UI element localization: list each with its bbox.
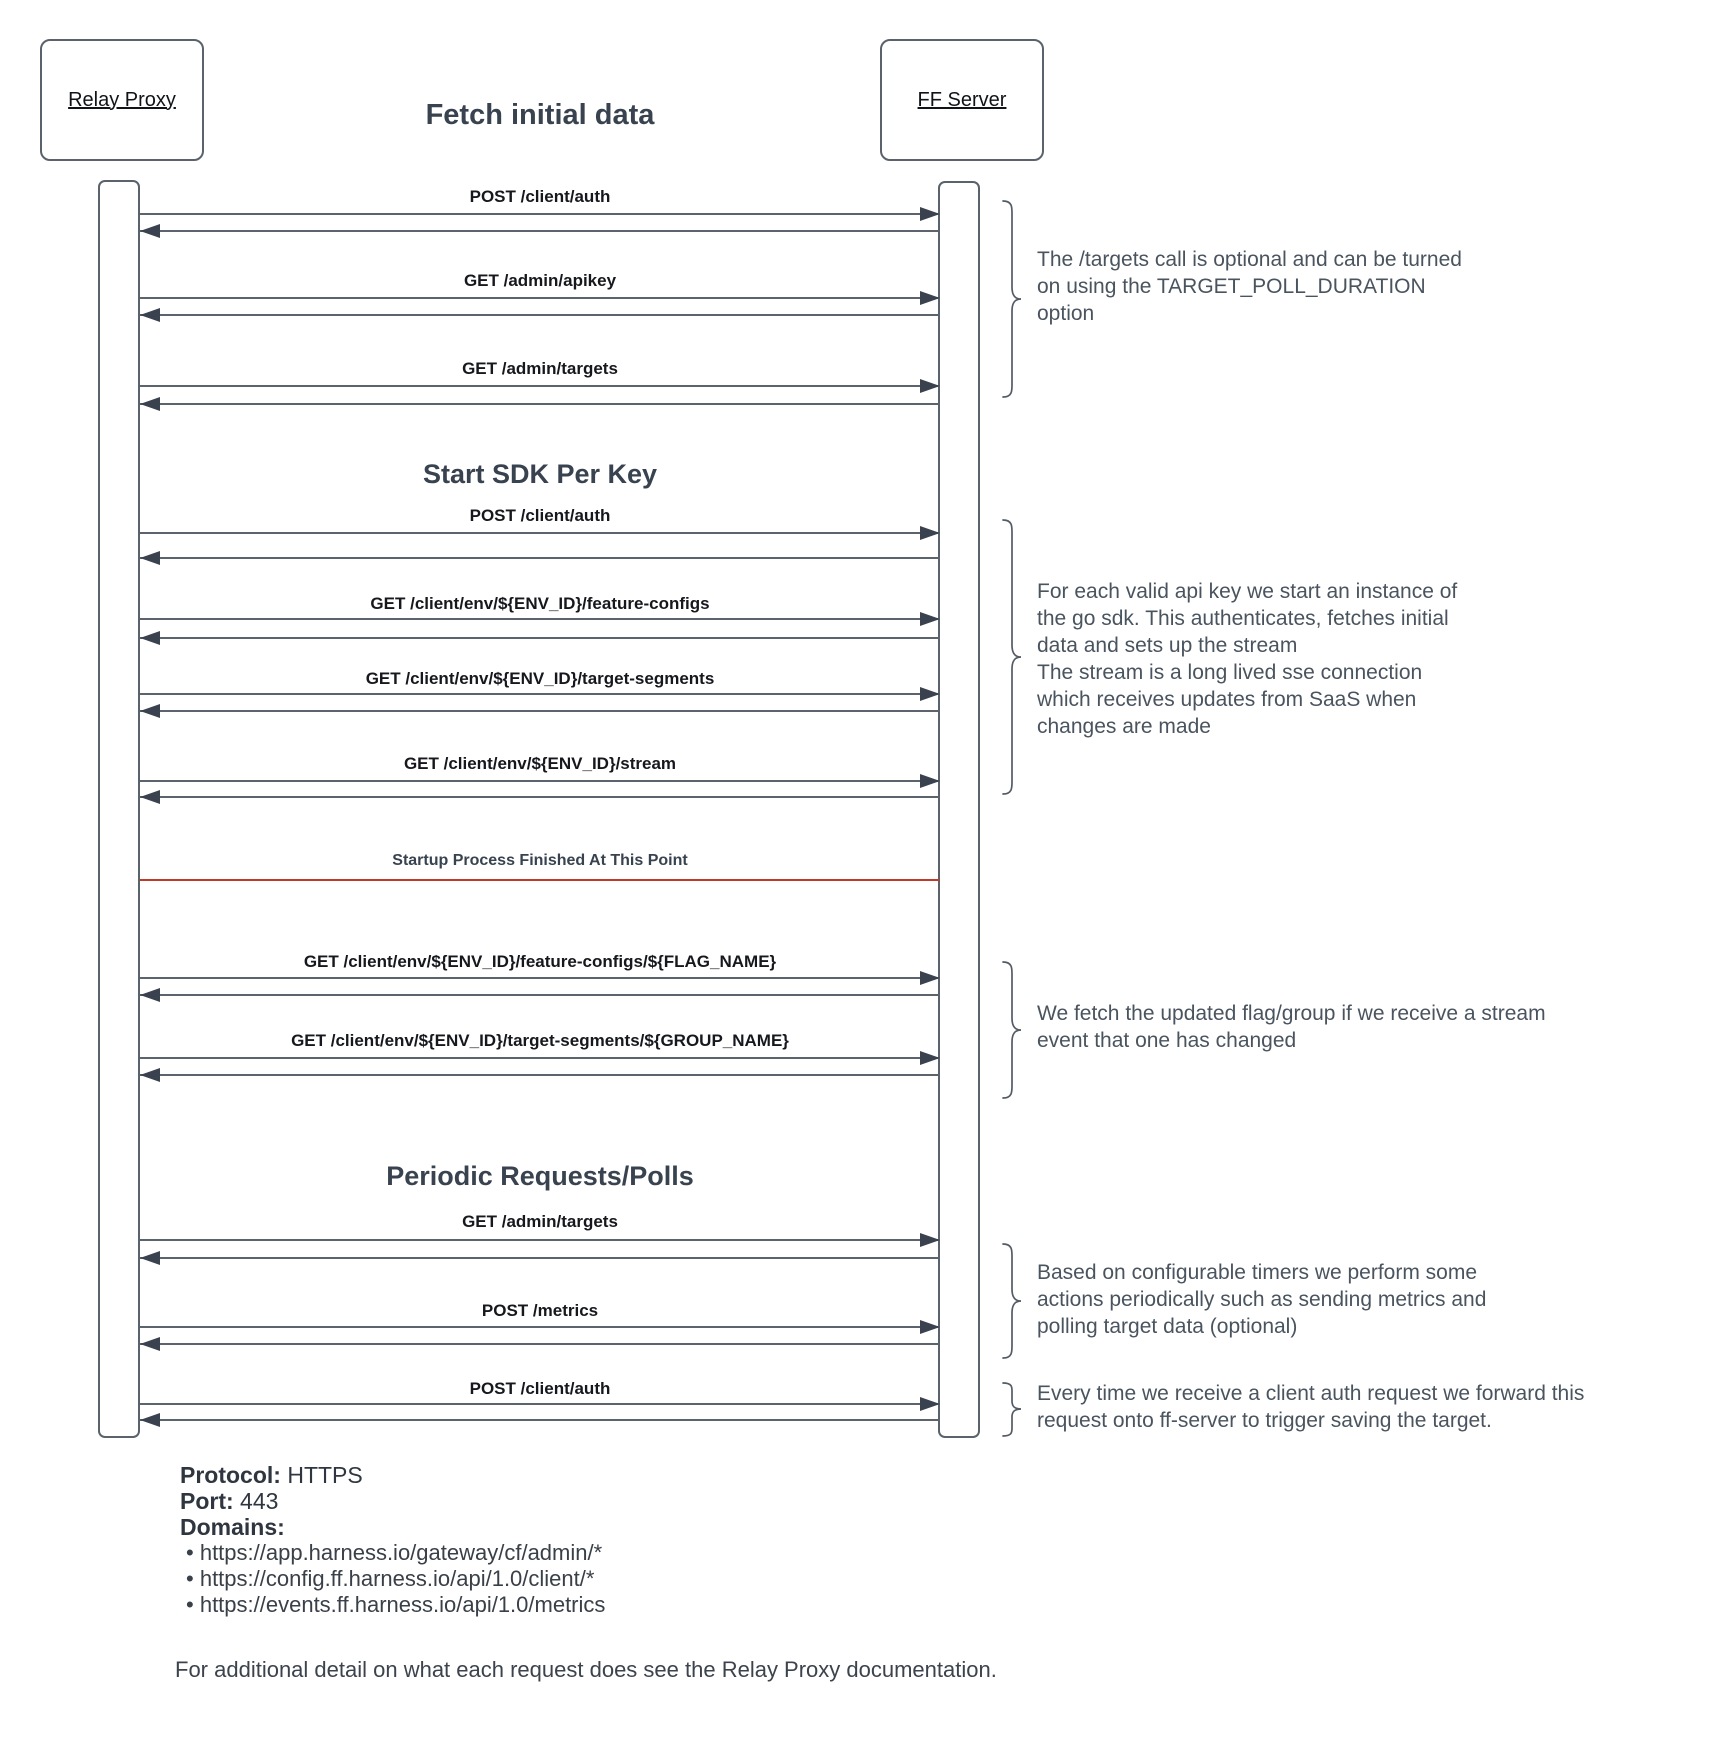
- annotation-sdk-instance: For each valid api key we start an insta…: [1037, 578, 1457, 740]
- request-arrow: [140, 207, 940, 221]
- annotation-line: actions periodically such as sending met…: [1037, 1288, 1487, 1311]
- annotation-line: Based on configurable timers we perform …: [1037, 1261, 1478, 1284]
- annotation-brace: [1002, 961, 1022, 1099]
- domain-url: https://events.ff.harness.io/api/1.0/met…: [199, 1592, 606, 1617]
- annotation-line: The /targets call is optional and can be…: [1037, 248, 1462, 271]
- annotation-brace: [1002, 519, 1022, 795]
- message-label: GET /client/env/${ENV_ID}/target-segment…: [365, 669, 715, 688]
- domain-item: • https://app.harness.io/gateway/cf/admi…: [186, 1540, 605, 1566]
- request-arrow: [140, 1397, 940, 1411]
- annotation-line: which receives updates from SaaS when: [1037, 688, 1417, 711]
- annotation-line: on using the TARGET_POLL_DURATION: [1037, 275, 1426, 298]
- bullet-icon: •: [186, 1540, 194, 1565]
- message-label: GET /client/env/${ENV_ID}/feature-config…: [370, 594, 710, 613]
- startup-divider-label: Startup Process Finished At This Point: [392, 852, 688, 869]
- lifeline-ff-server: [938, 181, 980, 1438]
- message-label: GET /admin/targets: [462, 1212, 618, 1231]
- domain-url: https://app.harness.io/gateway/cf/admin/…: [199, 1540, 603, 1565]
- response-arrow: [140, 631, 940, 645]
- annotation-line: option: [1037, 302, 1095, 325]
- request-arrow: [140, 971, 940, 985]
- startup-divider-line: [140, 879, 940, 881]
- request-arrow: [140, 1320, 940, 1334]
- annotation-brace: [1002, 1382, 1022, 1437]
- protocol-value: HTTPS: [280, 1462, 363, 1488]
- request-arrow: [140, 774, 940, 788]
- port-value: 443: [233, 1488, 279, 1514]
- actor-label-relay-proxy: Relay Proxy: [68, 88, 176, 111]
- annotation-line: event that one has changed: [1037, 1029, 1297, 1052]
- port-label: Port:: [180, 1488, 234, 1514]
- domain-item: • https://config.ff.harness.io/api/1.0/c…: [186, 1566, 605, 1592]
- request-arrow: [140, 687, 940, 701]
- annotation-fetch-updated: We fetch the updated flag/group if we re…: [1037, 1000, 1546, 1054]
- message-label: POST /client/auth: [469, 1379, 611, 1398]
- domains-row: Domains:: [180, 1514, 605, 1540]
- request-arrow: [140, 1051, 940, 1065]
- response-arrow: [140, 551, 940, 565]
- message-label: GET /client/env/${ENV_ID}/feature-config…: [303, 952, 777, 971]
- domain-url: https://config.ff.harness.io/api/1.0/cli…: [199, 1566, 595, 1591]
- annotation-line: request onto ff-server to trigger saving…: [1037, 1409, 1492, 1432]
- actor-label-ff-server: FF Server: [917, 88, 1007, 111]
- bullet-icon: •: [186, 1592, 194, 1617]
- message-label: GET /admin/apikey: [463, 271, 617, 290]
- annotation-line: For each valid api key we start an insta…: [1037, 580, 1458, 603]
- annotation-line: the go sdk. This authenticates, fetches …: [1037, 607, 1449, 630]
- message-label: GET /client/env/${ENV_ID}/stream: [403, 754, 677, 773]
- response-arrow: [140, 308, 940, 322]
- annotation-periodic-timers: Based on configurable timers we perform …: [1037, 1259, 1486, 1340]
- domains-label: Domains:: [180, 1514, 285, 1540]
- section-title-fetch-initial-data: Fetch initial data: [425, 99, 655, 131]
- annotation-brace: [1002, 200, 1022, 398]
- request-arrow: [140, 291, 940, 305]
- response-arrow: [140, 1337, 940, 1351]
- response-arrow: [140, 224, 940, 238]
- annotation-brace: [1002, 1243, 1022, 1359]
- response-arrow: [140, 397, 940, 411]
- response-arrow: [140, 1413, 940, 1427]
- request-arrow: [140, 612, 940, 626]
- message-label: GET /admin/targets: [462, 359, 618, 378]
- response-arrow: [140, 1251, 940, 1265]
- message-label: GET /client/env/${ENV_ID}/target-segment…: [291, 1031, 789, 1050]
- domain-item: • https://events.ff.harness.io/api/1.0/m…: [186, 1592, 605, 1618]
- response-arrow: [140, 790, 940, 804]
- annotation-line: data and sets up the stream: [1037, 634, 1298, 657]
- connection-info: Protocol: HTTPS Port: 443 Domains: • htt…: [180, 1462, 605, 1618]
- protocol-row: Protocol: HTTPS: [180, 1462, 605, 1488]
- request-arrow: [140, 526, 940, 540]
- message-label: POST /client/auth: [469, 506, 611, 525]
- actor-box-ff-server: FF Server: [880, 39, 1044, 161]
- response-arrow: [140, 988, 940, 1002]
- documentation-note: For additional detail on what each reque…: [175, 1657, 997, 1682]
- annotation-line: Every time we receive a client auth requ…: [1037, 1382, 1585, 1405]
- response-arrow: [140, 704, 940, 718]
- request-arrow: [140, 1233, 940, 1247]
- lifeline-relay-proxy: [98, 180, 140, 1438]
- annotation-line: changes are made: [1037, 715, 1211, 738]
- port-row: Port: 443: [180, 1488, 605, 1514]
- request-arrow: [140, 379, 940, 393]
- section-title-start-sdk-per-key: Start SDK Per Key: [422, 459, 658, 489]
- protocol-label: Protocol:: [180, 1462, 281, 1488]
- annotation-line: The stream is a long lived sse connectio…: [1037, 661, 1423, 684]
- annotation-line: We fetch the updated flag/group if we re…: [1037, 1002, 1546, 1025]
- section-title-periodic-requests-polls: Periodic Requests/Polls: [386, 1161, 694, 1191]
- message-label: POST /metrics: [481, 1301, 599, 1320]
- annotation-line: polling target data (optional): [1037, 1315, 1298, 1338]
- bullet-icon: •: [186, 1566, 194, 1591]
- message-label: POST /client/auth: [469, 187, 611, 206]
- annotation-client-auth-forward: Every time we receive a client auth requ…: [1037, 1380, 1584, 1434]
- response-arrow: [140, 1068, 940, 1082]
- actor-box-relay-proxy: Relay Proxy: [40, 39, 204, 161]
- annotation-targets-optional: The /targets call is optional and can be…: [1037, 246, 1462, 327]
